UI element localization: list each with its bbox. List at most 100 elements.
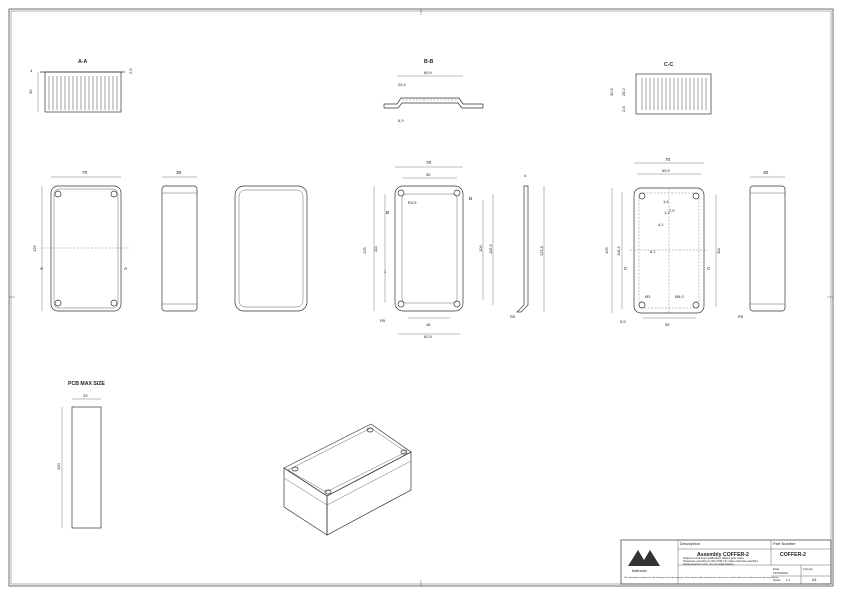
base-inner-section-right: C: [707, 266, 711, 272]
base-inner-bottom: 55: [665, 322, 670, 327]
lid-inner-h-right2: 115,9: [488, 244, 493, 254]
title-note-3: All dimensions in mm - do not scale draw…: [683, 562, 734, 566]
base-inner-boss: Ø6,0: [675, 294, 684, 299]
base-inner-h2: 118,5: [616, 246, 621, 256]
title-note-2: Tolerances according to ISO 2768 mK unle…: [683, 559, 758, 563]
base-inner-width: 70: [665, 157, 671, 163]
lid-inner-radius: R4,5: [408, 200, 417, 205]
top-view-section-left: A: [40, 266, 44, 272]
base-inner-inner: 65,9: [662, 168, 671, 173]
lid-inner-bottom-outer: 62,9: [424, 334, 433, 339]
lid-outer-view: [234, 185, 308, 312]
title-scale: 1:1: [786, 578, 791, 582]
section-cc-title: C-C: [664, 62, 673, 68]
section-aa-height: 30: [28, 89, 33, 94]
lid-inner-bottom-inner: 48: [426, 322, 431, 327]
title-sheet: A1: [812, 577, 818, 582]
side-view-width: 30: [176, 170, 182, 176]
title-date: 14/06/2024: [773, 571, 788, 575]
base-inner-d1: 7,5: [669, 208, 675, 213]
section-cc-h3: 2,8: [621, 106, 626, 112]
section-cc: C-C 30,6 28,2 2,8: [609, 62, 712, 115]
title-legal: The information contained in this drawin…: [624, 576, 779, 579]
base-inner-small: 6,1: [650, 249, 656, 254]
side-view-outline: [161, 185, 198, 312]
base-inner-d3: 1,2: [664, 210, 670, 215]
section-aa-top: 4: [30, 68, 33, 73]
title-header-right: Part Number: [773, 541, 796, 546]
pcb-title: PCB MAX SIZE: [68, 381, 105, 387]
lid-side-profile: [516, 185, 529, 313]
section-cc-ribs: [641, 78, 707, 110]
base-side-view: 30 R5: [738, 170, 786, 319]
lid-inner-section-right: B: [469, 196, 472, 202]
pcb-max-size: PCB MAX SIZE 29 100: [56, 381, 105, 529]
lid-inner-view: 70 55 R4,5 B B 125 111 100 115,9 1 48 62…: [362, 160, 494, 339]
lid-inner-inner-width: 55: [426, 172, 431, 177]
title-block: Italtronic Description Part Number Assem…: [620, 539, 832, 585]
base-inner-height: 125: [604, 247, 609, 254]
title-description: Assembly COFFER-2: [697, 552, 749, 558]
base-inner-hole: Ø3: [645, 294, 651, 299]
company-logo: [628, 550, 660, 566]
lid-outer-outline: [234, 185, 308, 312]
lid-inner-corner: R5: [380, 318, 386, 323]
section-bb-dim-b: 6,9: [398, 118, 404, 123]
section-aa-outline: [44, 71, 122, 113]
base-inner-corner-b: 4,1: [658, 222, 664, 227]
section-bb-title: B-B: [424, 59, 433, 65]
lid-inner-height: 125: [362, 247, 367, 254]
base-inner-h-right: 111: [716, 247, 721, 254]
section-bb-width: 65,9: [424, 70, 433, 75]
company-name: Italtronic: [632, 568, 647, 573]
top-view-outline: [50, 185, 122, 312]
lid-inner-outline: [394, 185, 464, 312]
base-side-outline: [749, 185, 786, 312]
section-aa-title: A-A: [78, 59, 87, 65]
base-inner-view: 70 65,9 7,5 1,6 1,2 6,1 Ø3 Ø6,0 125 118,…: [604, 157, 721, 327]
inner-border: [10, 10, 832, 585]
outer-border: [8, 8, 834, 587]
base-inner-bosses: [638, 192, 700, 309]
lid-inner-h-right: 100: [478, 245, 483, 252]
lid-inner-h-inner: 111: [373, 245, 378, 252]
iso-side-face: [326, 451, 412, 536]
section-aa: A-A 30 2,6 4: [28, 59, 133, 113]
isometric-view: [283, 423, 412, 536]
title-part-number: COFFER-2: [780, 552, 806, 558]
pcb-height: 100: [56, 463, 61, 470]
section-bb-profile: [383, 97, 484, 109]
pcb-width: 29: [83, 393, 88, 398]
iso-front-face: [283, 467, 328, 536]
title-header-left: Description: [680, 541, 700, 546]
base-side-corner: R5: [738, 314, 744, 319]
lid-inner-one: 1: [384, 269, 387, 274]
center-marks: [9, 9, 833, 586]
top-view-width: 70: [82, 170, 88, 176]
title-note-1: Subject to technical modifications witho…: [683, 556, 744, 560]
lid-inner-holes: [397, 189, 461, 308]
top-view-height: 125: [32, 245, 37, 252]
lid-side-view: 4 125,5 R5: [510, 173, 545, 319]
lid-inner-section-left: B: [386, 210, 389, 216]
section-cc-h1: 30,6: [609, 87, 614, 96]
lid-side-corner: R5: [510, 314, 516, 319]
lid-side-top: 4: [524, 173, 527, 178]
base-inner-corner-a: 5,5: [620, 319, 626, 324]
lid-side-height: 125,5: [539, 245, 544, 256]
pcb-outline: [71, 406, 102, 529]
title-label-date: Date: [773, 567, 780, 571]
iso-screw-holes: [291, 427, 408, 495]
section-cc-outline: [635, 73, 712, 115]
top-view-section-right: A: [124, 266, 128, 272]
section-bb: B-B 65,9 25,4 6,9: [383, 59, 484, 123]
top-view-screw-holes: [54, 190, 118, 307]
base-inner-section-left: C: [624, 266, 628, 272]
section-bb-dim-a: 25,4: [398, 82, 407, 87]
section-aa-wall: 2,6: [128, 68, 133, 74]
base-side-width: 30: [763, 170, 769, 176]
title-block-frame: [620, 539, 832, 585]
title-label-sheet: Format: [803, 567, 813, 571]
section-cc-h2: 28,2: [621, 87, 626, 96]
